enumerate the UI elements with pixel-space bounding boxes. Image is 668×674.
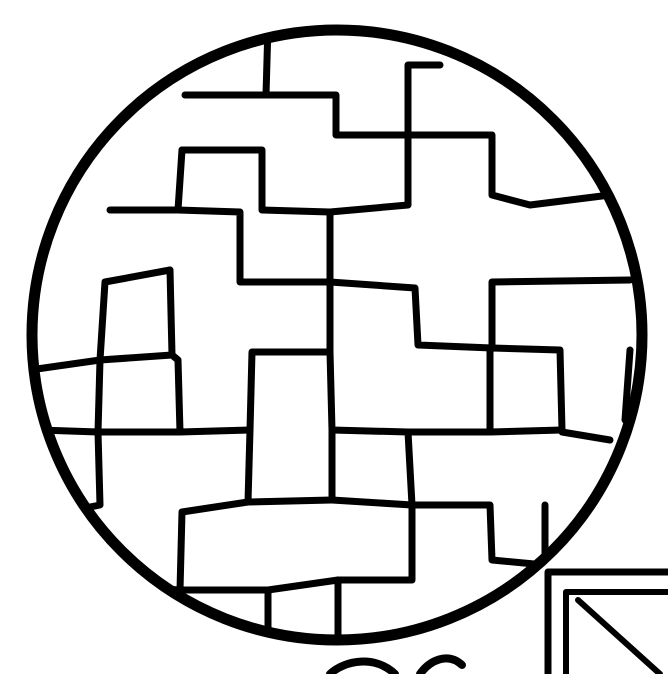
bottom-curve-fragments [330,658,462,674]
tile-line [562,432,610,440]
tile-line [330,280,630,348]
tile-line [338,505,412,580]
tile-line [248,430,332,502]
tile-line [490,348,562,432]
tile-line [330,352,545,565]
tile-line [182,135,408,212]
tile-line [266,65,440,135]
tile-line [172,282,330,432]
tile-line [110,150,182,210]
curve-fragment [330,662,395,674]
tile-line [332,500,412,505]
corner-box-fragment [548,572,668,674]
curve-fragment [420,658,462,674]
tile-line [178,210,330,282]
box-diagonal [578,600,660,674]
